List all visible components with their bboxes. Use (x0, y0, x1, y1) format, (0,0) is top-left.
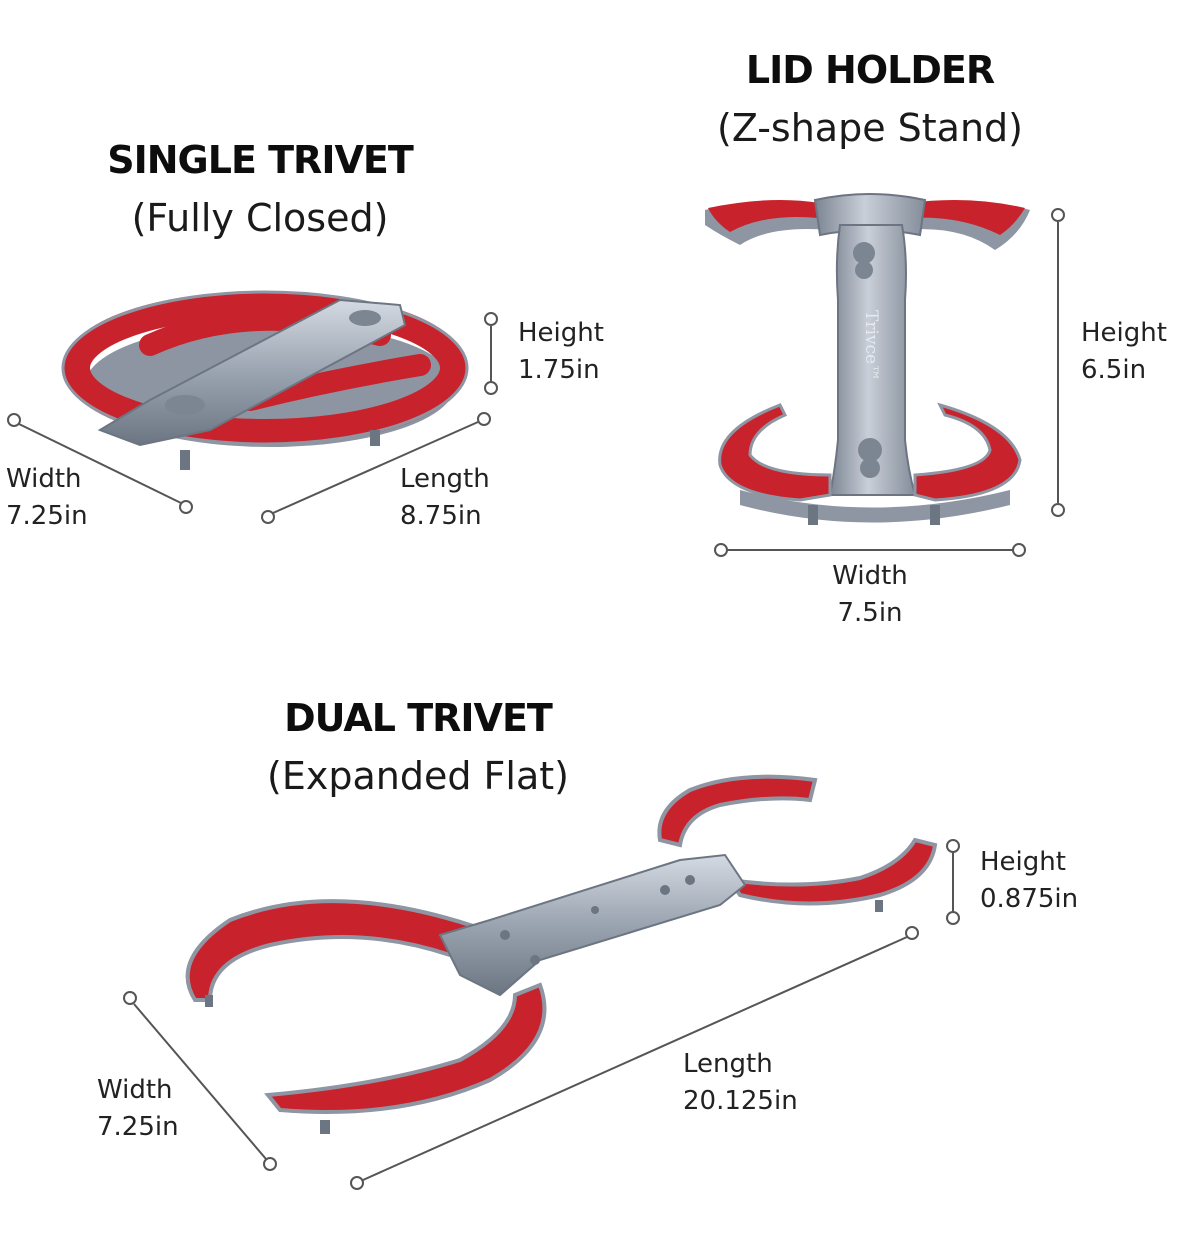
lid-holder-image (705, 193, 1030, 525)
dual-trivet-length-label: Length 20.125in (683, 1046, 798, 1120)
width-value: 7.25in (97, 1112, 179, 1142)
height-value: 6.5in (1081, 355, 1147, 385)
single-trivet-height-label: Height 1.75in (518, 315, 604, 389)
length-label: Length (683, 1049, 773, 1079)
lid-holder-width-label: Width 7.5in (790, 558, 950, 632)
length-value: 20.125in (683, 1086, 798, 1116)
width-label: Width (6, 464, 82, 494)
width-value: 7.25in (6, 501, 88, 531)
single-trivet-subtitle: (Fully Closed) (131, 196, 389, 240)
dual-trivet-width-label: Width 7.25in (97, 1072, 179, 1146)
single-trivet-image (61, 290, 469, 470)
height-label: Height (980, 847, 1066, 877)
width-label: Width (97, 1075, 173, 1105)
single-trivet-length-label: Length 8.75in (400, 461, 490, 535)
lid-holder-title: LID HOLDER (745, 48, 995, 92)
dual-trivet-title: DUAL TRIVET (284, 696, 553, 740)
single-trivet-width-label: Width 7.25in (6, 461, 88, 535)
dual-trivet-dimension-lines (123, 839, 960, 1190)
length-label: Length (400, 464, 490, 494)
lid-holder-dimension-lines (714, 208, 1065, 557)
height-label: Height (1081, 318, 1167, 348)
lid-holder-subtitle: (Z-shape Stand) (717, 106, 1023, 150)
single-trivet-title: SINGLE TRIVET (107, 138, 414, 182)
dual-trivet-subtitle: (Expanded Flat) (267, 754, 569, 798)
lid-holder-brand: Trivce™ (861, 310, 881, 381)
width-value: 7.5in (837, 598, 903, 628)
width-label: Width (832, 561, 908, 591)
height-label: Height (518, 318, 604, 348)
single-trivet-dimension-lines (7, 312, 498, 524)
height-value: 0.875in (980, 884, 1079, 914)
height-value: 1.75in (518, 355, 600, 385)
lid-holder-height-label: Height 6.5in (1081, 315, 1167, 389)
length-value: 8.75in (400, 501, 482, 531)
dual-trivet-height-label: Height 0.875in (980, 844, 1078, 918)
dual-trivet-image (185, 774, 938, 1134)
